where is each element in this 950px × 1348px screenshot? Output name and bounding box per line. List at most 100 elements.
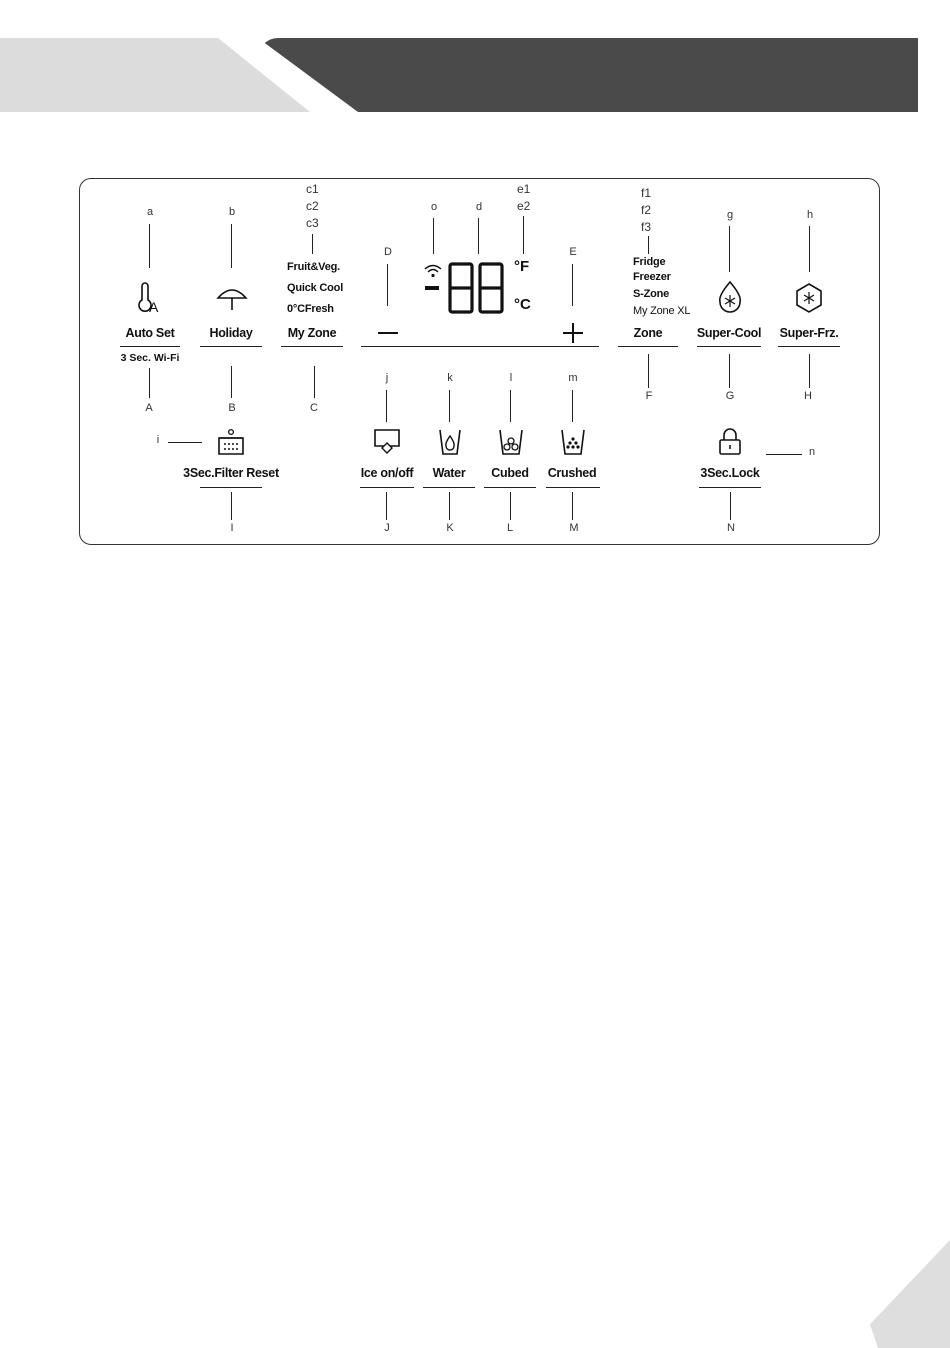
callout-j: j [372, 372, 402, 384]
my-zone-option-fruit-veg: Fruit&Veg. [287, 261, 340, 273]
auto-set-icon[interactable]: A [136, 282, 164, 314]
my-zone-underline [281, 346, 343, 347]
ice-onoff-underline [360, 487, 414, 488]
zone-option-s-zone: S-Zone [633, 288, 669, 300]
zone-label: Zone [634, 326, 663, 340]
filter-reset-label: 3Sec.Filter Reset [183, 466, 279, 480]
callout-i: i [143, 434, 173, 446]
callout-B: B [217, 402, 247, 414]
wifi-sub-label: 3 Sec. Wi-Fi [121, 352, 180, 364]
callout-L: L [495, 522, 525, 534]
leader-K [449, 492, 450, 520]
crushed-ice-icon[interactable] [560, 428, 586, 456]
callout-d: d [464, 201, 494, 213]
leader-M [572, 492, 573, 520]
leader-J [386, 492, 387, 520]
callout-n: n [797, 446, 827, 458]
super-cool-underline [697, 346, 761, 347]
celsius-unit: °C [514, 296, 531, 313]
callout-k: k [435, 372, 465, 384]
callout-G: G [715, 390, 745, 402]
control-panel [79, 178, 880, 545]
callout-K: K [435, 522, 465, 534]
leader-E [572, 264, 573, 306]
my-zone-option-quick-cool: Quick Cool [287, 282, 343, 294]
leader-A [149, 368, 150, 398]
water-label: Water [433, 466, 466, 480]
leader-a [149, 224, 150, 268]
callout-f1: f1 [641, 186, 651, 200]
leader-m [572, 390, 573, 422]
plus-icon[interactable] [562, 322, 584, 344]
callout-A: A [134, 402, 164, 414]
callout-F: F [634, 390, 664, 402]
callout-J: J [372, 522, 402, 534]
ice-maker-icon[interactable] [373, 428, 401, 456]
callout-g: g [715, 209, 745, 221]
zone-option-my-zone-xl: My Zone XL [633, 305, 690, 317]
leader-e [523, 216, 524, 254]
auto-set-underline [120, 346, 180, 347]
zone-option-fridge: Fridge [633, 256, 665, 268]
ice-onoff-label: Ice on/off [361, 466, 414, 480]
leader-d [478, 218, 479, 254]
leader-k [449, 390, 450, 422]
callout-E: E [558, 246, 588, 258]
auto-set-label: Auto Set [126, 326, 175, 340]
holiday-label: Holiday [209, 326, 252, 340]
cubed-underline [484, 487, 536, 488]
leader-G [729, 354, 730, 388]
leader-L [510, 492, 511, 520]
zone-option-freezer: Freezer [633, 271, 671, 283]
callout-f3: f3 [641, 220, 651, 234]
my-zone-label: My Zone [288, 326, 337, 340]
lock-icon[interactable] [718, 428, 742, 456]
super-frz-underline [778, 346, 840, 347]
callout-o: o [419, 201, 449, 213]
leader-I [231, 492, 232, 520]
callout-b: b [217, 206, 247, 218]
leader-F [648, 354, 649, 388]
water-underline [423, 487, 475, 488]
leader-f [648, 236, 649, 254]
callout-D: D [373, 246, 403, 258]
callout-l: l [496, 372, 526, 384]
minus-icon[interactable] [377, 326, 399, 340]
droplet-snowflake-icon[interactable] [716, 280, 744, 314]
water-glass-icon[interactable] [438, 428, 462, 456]
callout-m: m [558, 372, 588, 384]
leader-l [510, 390, 511, 422]
callout-a: a [135, 206, 165, 218]
hexagon-snowflake-icon[interactable] [794, 282, 824, 314]
callout-e1: e1 [517, 182, 530, 196]
cubed-ice-icon[interactable] [498, 428, 524, 456]
super-frz-label: Super-Frz. [780, 326, 839, 340]
super-cool-label: Super-Cool [697, 326, 761, 340]
callout-e2: e2 [517, 199, 530, 213]
callout-H: H [793, 390, 823, 402]
lock-underline [699, 487, 761, 488]
callout-f2: f2 [641, 203, 651, 217]
callout-N: N [716, 522, 746, 534]
leader-D [387, 264, 388, 306]
fahrenheit-unit: °F [514, 258, 529, 275]
callout-M: M [559, 522, 589, 534]
leader-c [312, 234, 313, 254]
temperature-display [424, 258, 524, 318]
cubed-label: Cubed [491, 466, 528, 480]
crushed-label: Crushed [548, 466, 597, 480]
zone-underline [618, 346, 678, 347]
header-tab-light [0, 38, 310, 112]
umbrella-icon[interactable] [216, 284, 248, 312]
leader-C [314, 366, 315, 398]
holiday-underline [200, 346, 262, 347]
leader-B [231, 366, 232, 398]
filter-icon[interactable] [216, 428, 246, 456]
callout-h: h [795, 209, 825, 221]
leader-j [386, 390, 387, 422]
callout-c1: c1 [306, 182, 319, 196]
callout-c3: c3 [306, 216, 319, 230]
callout-c2: c2 [306, 199, 319, 213]
leader-o [433, 218, 434, 254]
lock-label: 3Sec.Lock [700, 466, 759, 480]
